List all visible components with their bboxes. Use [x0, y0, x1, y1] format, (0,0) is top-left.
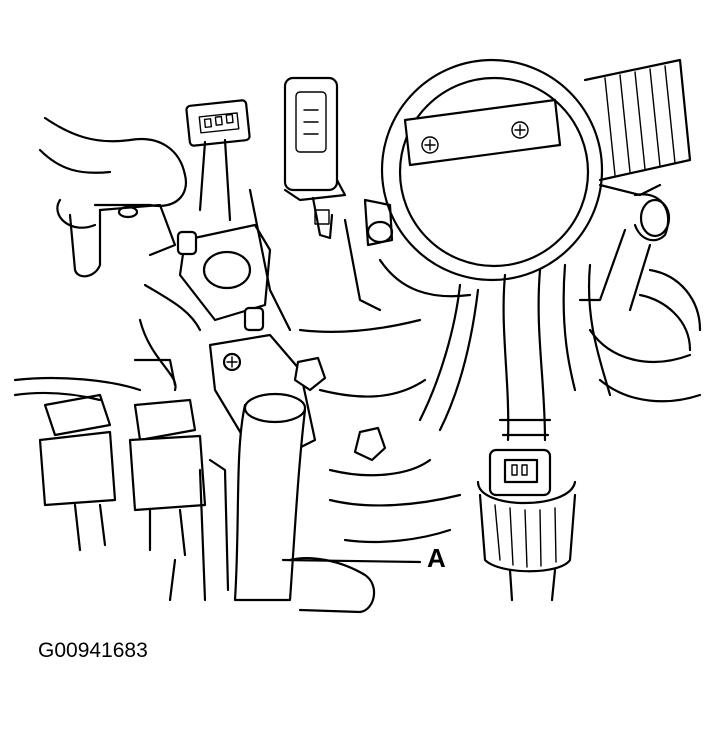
lower-right-sensor	[476, 448, 577, 602]
vertical-pipes	[418, 263, 612, 442]
callout-label-a: A	[427, 543, 446, 573]
sensor-connector-left	[185, 99, 251, 222]
sensor-connector-center	[283, 76, 347, 240]
right-hoses	[578, 193, 702, 403]
figure-id: G00941683	[38, 639, 148, 662]
hose-a	[233, 392, 376, 614]
callout-leader-line	[281, 558, 422, 564]
left-injectors	[13, 376, 207, 557]
engine-body-lines	[133, 188, 462, 602]
mounting-bracket-upper	[176, 223, 272, 332]
upper-left-hose	[38, 116, 188, 278]
throttle-body	[378, 58, 604, 298]
intake-duct	[583, 58, 692, 197]
